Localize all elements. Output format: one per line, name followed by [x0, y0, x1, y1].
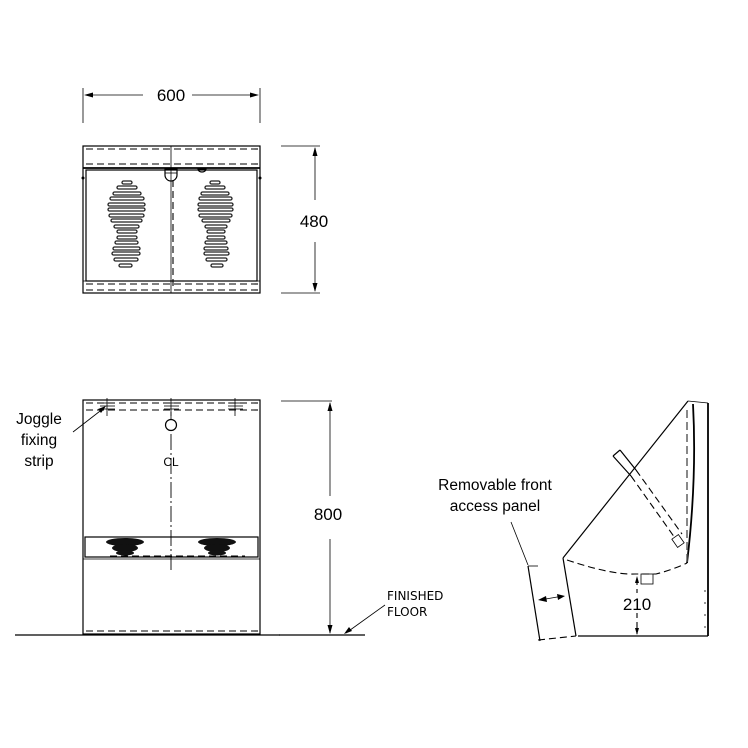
front-height-dimension: 800	[281, 400, 342, 634]
svg-text:fixing: fixing	[21, 432, 57, 449]
plan-view: 600	[81, 86, 328, 294]
inclined-outlet-pipe	[612, 449, 685, 548]
joggle-fixings	[100, 398, 243, 416]
svg-text:FLOOR: FLOOR	[387, 605, 427, 619]
plan-width-dimension: 600	[82, 86, 261, 123]
outlet-hole	[164, 418, 178, 432]
left-foot-tread	[107, 180, 146, 268]
plan-depth-label: 480	[300, 212, 328, 231]
panel-callout: Removable front access panel	[438, 477, 553, 566]
joggle-callout: Joggle fixing strip	[16, 406, 106, 470]
svg-text:Removable front: Removable front	[438, 477, 552, 494]
plan-depth-dimension: 480	[281, 145, 328, 294]
front-tread-left	[106, 538, 144, 556]
front-tread-right	[198, 538, 236, 556]
svg-text:Joggle: Joggle	[16, 411, 62, 428]
centerline-label: CL	[163, 455, 179, 469]
plan-body	[81, 145, 262, 294]
svg-text:FINISHED: FINISHED	[387, 589, 443, 603]
front-elevation: CL Joggle fixing strip	[15, 398, 443, 636]
svg-text:210: 210	[623, 595, 651, 614]
finished-floor-callout: FINISHED FLOOR	[344, 589, 443, 634]
svg-text:800: 800	[314, 505, 342, 524]
right-foot-tread	[197, 180, 234, 268]
side-elevation: Removable front access panel 210	[438, 400, 709, 642]
plan-width-label: 600	[157, 86, 185, 105]
outlet-height-dimension: 210	[618, 576, 656, 635]
removable-panel	[527, 565, 541, 642]
svg-text:strip: strip	[24, 453, 53, 470]
svg-text:access panel: access panel	[450, 498, 540, 515]
